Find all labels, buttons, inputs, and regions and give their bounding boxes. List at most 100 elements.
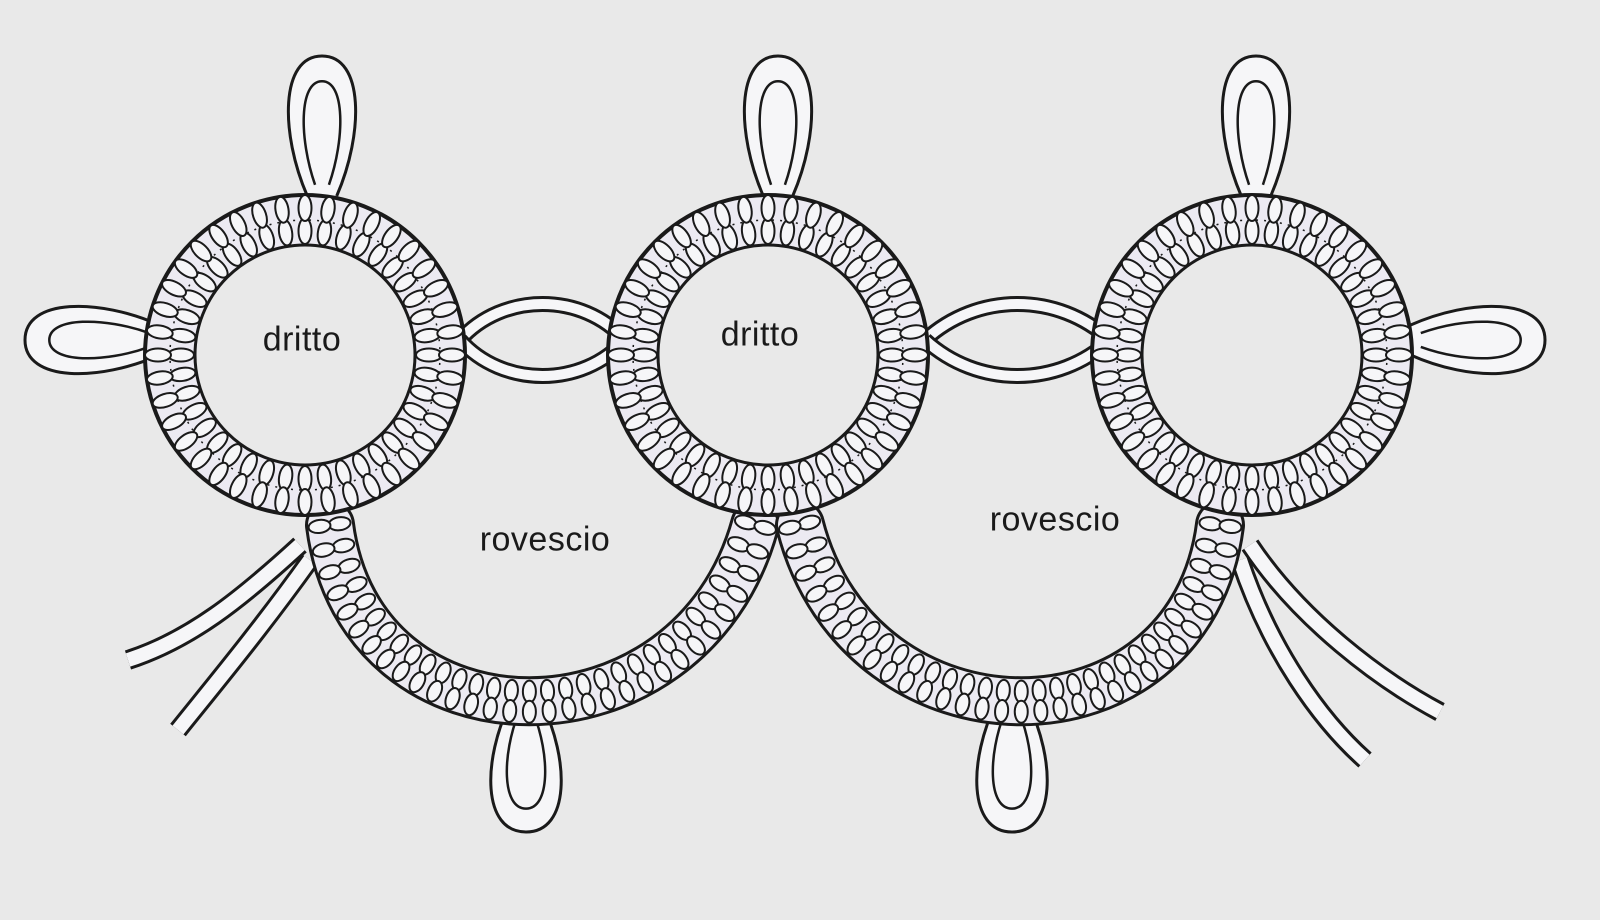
stitch xyxy=(409,384,459,409)
stitch-outer xyxy=(1344,239,1368,263)
stitch-outer xyxy=(831,620,853,640)
stitch xyxy=(1281,201,1306,251)
stitch-outer xyxy=(1089,687,1106,711)
chain-stitch xyxy=(318,557,361,581)
stitch-outer xyxy=(653,660,673,683)
stitch-outer xyxy=(1198,201,1215,229)
picot-outer xyxy=(286,54,358,197)
stitch xyxy=(228,211,258,258)
stitch xyxy=(274,195,294,247)
stitch-inner xyxy=(503,678,519,703)
stitch-outer xyxy=(899,370,928,386)
stitch xyxy=(671,443,706,487)
stitch-outer xyxy=(362,211,382,237)
stitch xyxy=(624,278,671,308)
chain-stitch xyxy=(718,556,760,582)
stitch-outer xyxy=(994,699,1010,723)
chain-stitch xyxy=(1182,576,1224,602)
stitch-outer xyxy=(342,481,359,509)
stitch-outer xyxy=(1378,392,1406,409)
stitch-outer xyxy=(436,324,465,340)
picot-inner xyxy=(758,79,798,186)
stitch-outer xyxy=(1123,671,1142,694)
chain-stitch xyxy=(539,678,557,723)
stitch xyxy=(367,223,402,267)
chain-stitch xyxy=(831,606,868,640)
stitch xyxy=(334,459,359,509)
stitch xyxy=(614,384,664,409)
chain-stitch xyxy=(994,678,1011,723)
stitch-outer xyxy=(1208,564,1232,581)
stitch-outer xyxy=(901,347,929,363)
stitch xyxy=(624,402,671,432)
stitch xyxy=(636,417,680,452)
stitch xyxy=(797,201,822,251)
picot-inner xyxy=(302,79,342,186)
stitch-outer xyxy=(636,671,655,694)
picots xyxy=(23,54,1547,834)
stitch xyxy=(1263,195,1283,247)
stitch-outer xyxy=(1180,619,1202,639)
stitch xyxy=(779,195,799,247)
chain-stitch xyxy=(361,621,397,655)
stitch-outer xyxy=(736,564,760,582)
picot-inner xyxy=(1420,320,1522,360)
stitch xyxy=(714,201,739,251)
stitch xyxy=(316,463,336,515)
stitch-outer xyxy=(1098,301,1126,318)
stitch-outer xyxy=(671,223,692,249)
stitch-outer xyxy=(691,211,711,237)
thread-end-fill xyxy=(1233,557,1370,766)
stitch-outer xyxy=(714,201,731,229)
stitch xyxy=(1120,258,1164,293)
stitch-outer xyxy=(783,486,799,515)
stitch xyxy=(1360,366,1412,386)
stitch xyxy=(1175,211,1205,258)
stitch xyxy=(1362,347,1413,363)
stitch xyxy=(173,417,217,452)
stitch-outer xyxy=(297,488,313,516)
stitch xyxy=(876,366,928,386)
stitch-outer xyxy=(737,486,753,515)
picot-outer xyxy=(1220,54,1292,197)
stitch xyxy=(251,459,276,509)
stitch-outer xyxy=(817,603,840,622)
stitch xyxy=(1244,465,1260,516)
stitch xyxy=(1198,459,1223,509)
stitch xyxy=(815,211,845,258)
stitch-inner xyxy=(521,679,537,704)
chain-stitch xyxy=(1140,633,1175,670)
stitch xyxy=(1299,211,1329,258)
stitch xyxy=(352,211,382,258)
stitch-outer xyxy=(1309,211,1329,237)
chain-stitch xyxy=(1164,607,1202,639)
thread-end-left-a xyxy=(124,537,307,670)
stitch xyxy=(381,239,421,279)
bridge-right xyxy=(919,296,1116,384)
picot-inner xyxy=(991,711,1033,810)
stitch xyxy=(189,239,229,279)
chain-stitch xyxy=(444,668,468,711)
stitch-outer xyxy=(1071,692,1088,717)
stitch xyxy=(1155,443,1190,487)
stitch xyxy=(797,459,822,509)
stitch xyxy=(145,366,197,386)
stitch xyxy=(652,239,692,279)
stitch-outer xyxy=(860,239,884,263)
stitch-outer xyxy=(320,486,336,515)
stitch-outer xyxy=(173,258,199,279)
stitch-outer xyxy=(862,648,882,670)
stitch-outer xyxy=(463,692,480,717)
stitch-outer xyxy=(362,473,382,499)
chain-stitch xyxy=(307,516,352,535)
stitch-outer xyxy=(361,635,382,655)
stitch xyxy=(872,384,922,409)
stitch-outer xyxy=(1289,481,1306,509)
stitch-outer xyxy=(307,518,332,535)
stitch-outer xyxy=(1175,473,1195,499)
stitch-outer xyxy=(381,223,402,249)
stitch-outer xyxy=(151,392,179,409)
stitch xyxy=(1328,239,1368,279)
stitch xyxy=(608,366,660,386)
ring-left xyxy=(143,193,467,517)
